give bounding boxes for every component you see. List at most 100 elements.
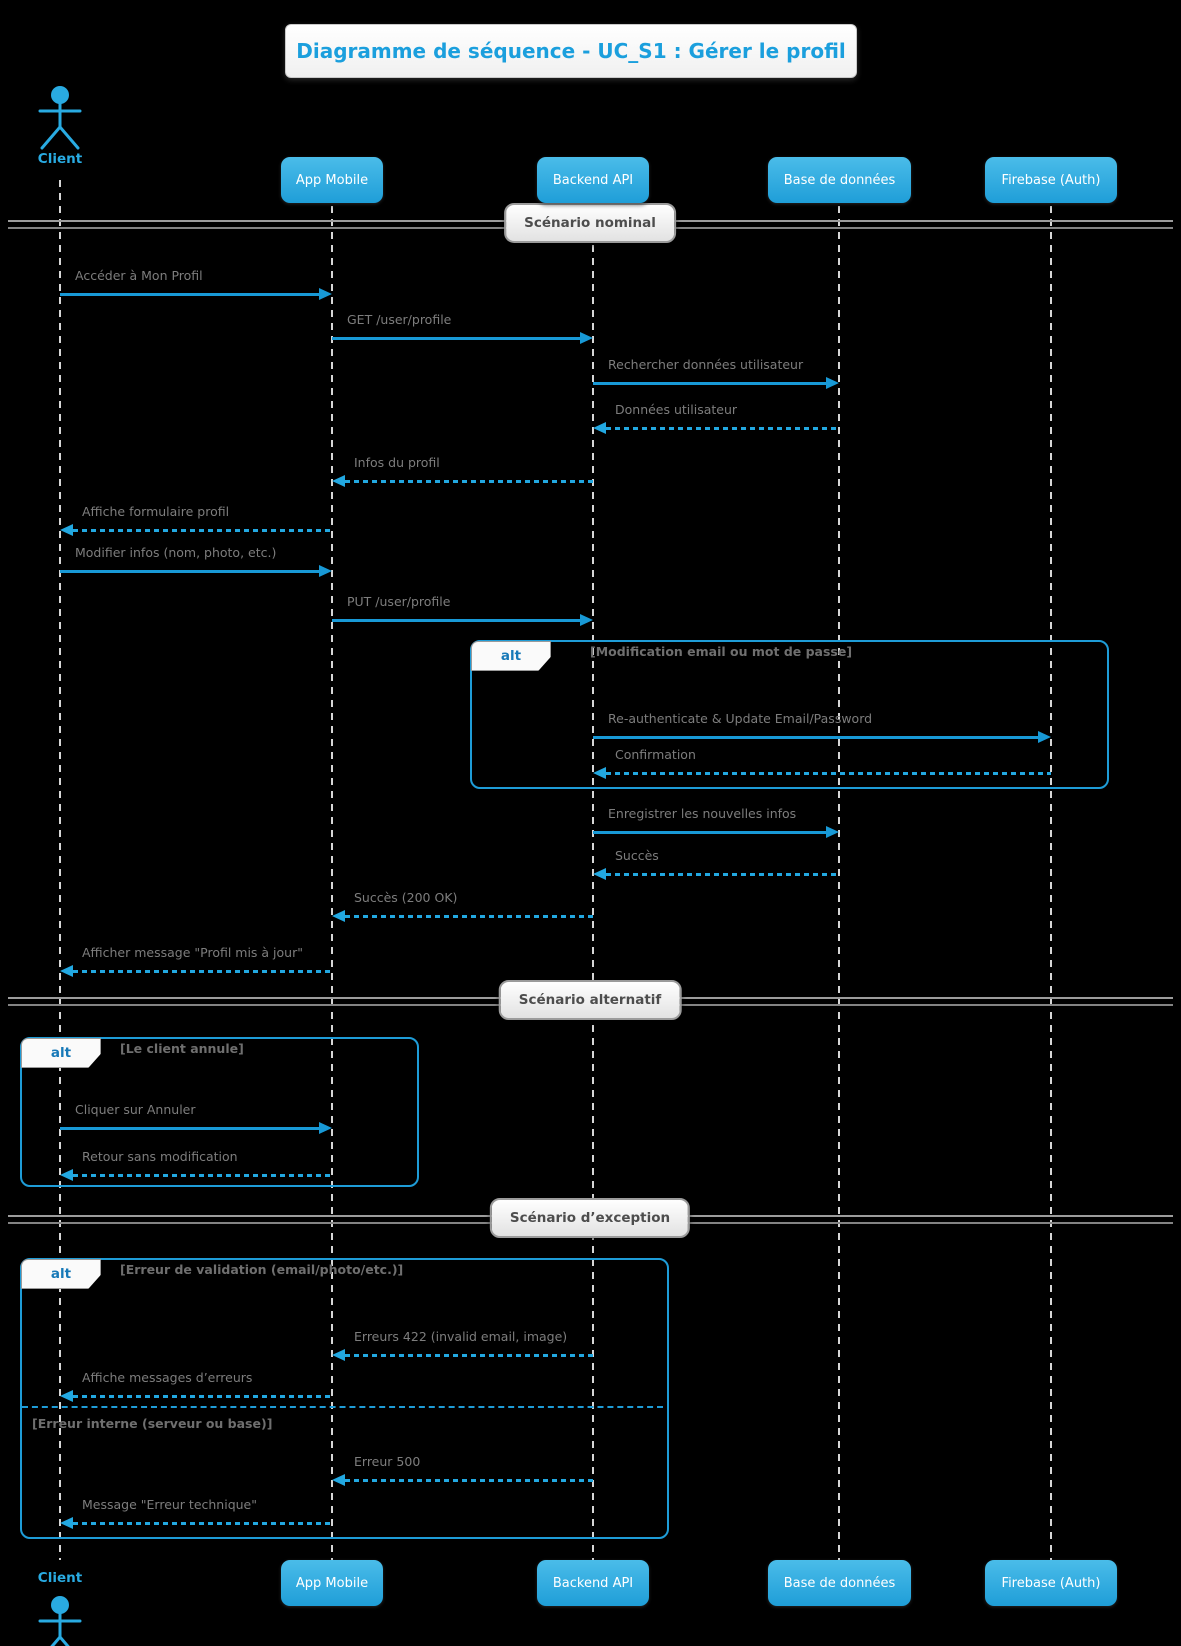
participant-app-bottom: App Mobile [281,1560,383,1606]
message-line [60,1127,320,1130]
message-label: Enregistrer les nouvelles infos [608,806,797,821]
message-label: Succès (200 OK) [354,890,458,905]
message-line [60,293,320,296]
alt-operator-label: alt [471,641,551,671]
message-label: Modifier infos (nom, photo, etc.) [75,545,277,560]
message-line [73,970,332,973]
alt-frame-erreurs [20,1258,669,1539]
message-label: Afficher message "Profil mis à jour" [82,945,303,960]
message-line [73,1174,332,1177]
arrowhead-icon [60,1390,73,1402]
message-get-profile: GET /user/profile [332,312,593,344]
alt-operator-label: alt [21,1259,101,1289]
message-label: Erreur 500 [354,1454,421,1469]
message-acceder-profil: Accéder à Mon Profil [60,268,332,300]
participant-firebase-top: Firebase (Auth) [985,157,1117,203]
alt-frame-client-annule [20,1037,419,1187]
lifeline-app [331,180,333,1560]
message-label: Retour sans modification [82,1149,238,1164]
message-line [60,570,320,573]
message-put-profile: PUT /user/profile [332,594,593,626]
message-line [345,480,593,483]
message-label: Succès [615,848,659,863]
message-label: Message "Erreur technique" [82,1497,257,1512]
message-line [606,772,1051,775]
message-infos-profil: Infos du profil [332,455,593,487]
participant-client-bottom: Client [37,1570,83,1586]
message-line [593,831,827,834]
message-line [345,1479,593,1482]
arrowhead-icon [332,475,345,487]
message-label: GET /user/profile [347,312,452,327]
participant-client-top: Client [37,151,83,167]
arrowhead-icon [319,565,332,577]
guard-modification-email: [Modification email ou mot de passe] [590,644,853,659]
divider-scenario-alternatif: Scénario alternatif [498,980,682,1020]
message-line [73,1395,332,1398]
message-line [593,382,827,385]
arrowhead-icon [319,288,332,300]
guard-erreur-validation: [Erreur de validation (email/photo/etc.)… [120,1262,404,1277]
arrowhead-icon [1038,731,1051,743]
message-retour-sans-modification: Retour sans modification [60,1149,332,1181]
message-line [345,915,593,918]
message-profil-mis-a-jour: Afficher message "Profil mis à jour" [60,945,332,977]
arrowhead-icon [60,965,73,977]
message-reauthenticate: Re-authenticate & Update Email/Password [593,711,1051,743]
participant-database-bottom: Base de données [768,1560,911,1606]
arrowhead-icon [60,524,73,536]
alt-operator-label: alt [21,1038,101,1068]
message-label: Données utilisateur [615,402,738,417]
participant-database-top: Base de données [768,157,911,203]
message-erreur-500: Erreur 500 [332,1454,593,1486]
alt-else-separator [22,1406,663,1408]
participant-firebase-bottom: Firebase (Auth) [985,1560,1117,1606]
participant-backend-bottom: Backend API [537,1560,649,1606]
diagram-title-box: Diagramme de séquence - UC_S1 : Gérer le… [285,24,857,78]
participant-backend-top: Backend API [537,157,649,203]
message-line [332,337,581,340]
message-enregistrer-infos: Enregistrer les nouvelles infos [593,806,839,838]
message-succes: Succès [593,848,839,880]
message-donnees-utilisateur: Données utilisateur [593,402,839,434]
arrowhead-icon [332,1474,345,1486]
message-erreur-technique: Message "Erreur technique" [60,1497,332,1529]
message-line [606,873,839,876]
message-label: Infos du profil [354,455,440,470]
divider-scenario-exception: Scénario d’exception [489,1198,691,1238]
message-modifier-infos: Modifier infos (nom, photo, etc.) [60,545,332,577]
arrowhead-icon [826,826,839,838]
message-label: PUT /user/profile [347,594,451,609]
divider-scenario-nominal: Scénario nominal [504,203,676,243]
arrowhead-icon [580,332,593,344]
guard-erreur-interne: [Erreur interne (serveur ou base)] [32,1416,273,1431]
message-erreurs-422: Erreurs 422 (invalid email, image) [332,1329,593,1361]
message-label: Accéder à Mon Profil [75,268,203,283]
message-label: Confirmation [615,747,696,762]
arrowhead-icon [332,1349,345,1361]
diagram-title: Diagramme de séquence - UC_S1 : Gérer le… [296,39,846,63]
message-confirmation: Confirmation [593,747,1051,779]
message-line [606,427,839,430]
arrowhead-icon [332,910,345,922]
message-cliquer-annuler: Cliquer sur Annuler [60,1102,332,1134]
message-label: Affiche formulaire profil [82,504,230,519]
arrowhead-icon [593,868,606,880]
participant-app-top: App Mobile [281,157,383,203]
message-line [73,529,332,532]
guard-client-annule: [Le client annule] [120,1041,244,1056]
message-affiche-erreurs: Affiche messages d’erreurs [60,1370,332,1402]
actor-icon-top [38,86,82,150]
arrowhead-icon [580,614,593,626]
message-affiche-formulaire: Affiche formulaire profil [60,504,332,536]
actor-icon-bottom [38,1596,82,1646]
arrowhead-icon [826,377,839,389]
message-line [345,1354,593,1357]
message-line [593,736,1039,739]
message-label: Erreurs 422 (invalid email, image) [354,1329,568,1344]
alt-frame-email-password [470,640,1109,789]
message-label: Affiche messages d’erreurs [82,1370,253,1385]
arrowhead-icon [593,422,606,434]
message-rechercher-donnees: Rechercher données utilisateur [593,357,839,389]
